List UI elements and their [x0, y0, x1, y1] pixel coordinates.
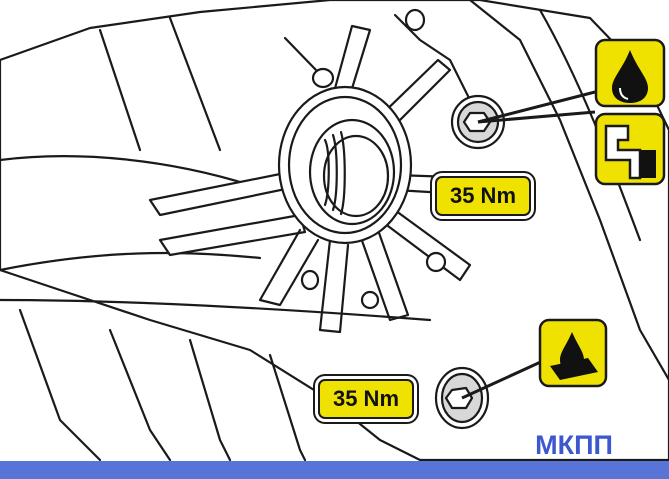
leader-line-upper-seal	[477, 110, 596, 124]
boss-top-right	[404, 8, 426, 32]
sealant-drop-icon	[538, 318, 608, 388]
torque-label-upper: 35 Nm	[435, 176, 531, 216]
boss-lower	[360, 290, 380, 310]
leader-line-upper-oil	[477, 90, 596, 124]
breather-tube	[283, 36, 335, 89]
torque-label-lower: 35 Nm	[318, 379, 414, 419]
leader-line-lower	[461, 358, 546, 400]
bottom-bar	[0, 461, 669, 479]
oil-drop-icon	[594, 38, 666, 108]
boss-left	[300, 269, 320, 291]
boss-right	[425, 251, 447, 273]
seal-cross-section-icon	[594, 112, 666, 186]
shaft-hub	[277, 85, 413, 245]
transmission-type-caption: МКПП	[535, 430, 613, 460]
